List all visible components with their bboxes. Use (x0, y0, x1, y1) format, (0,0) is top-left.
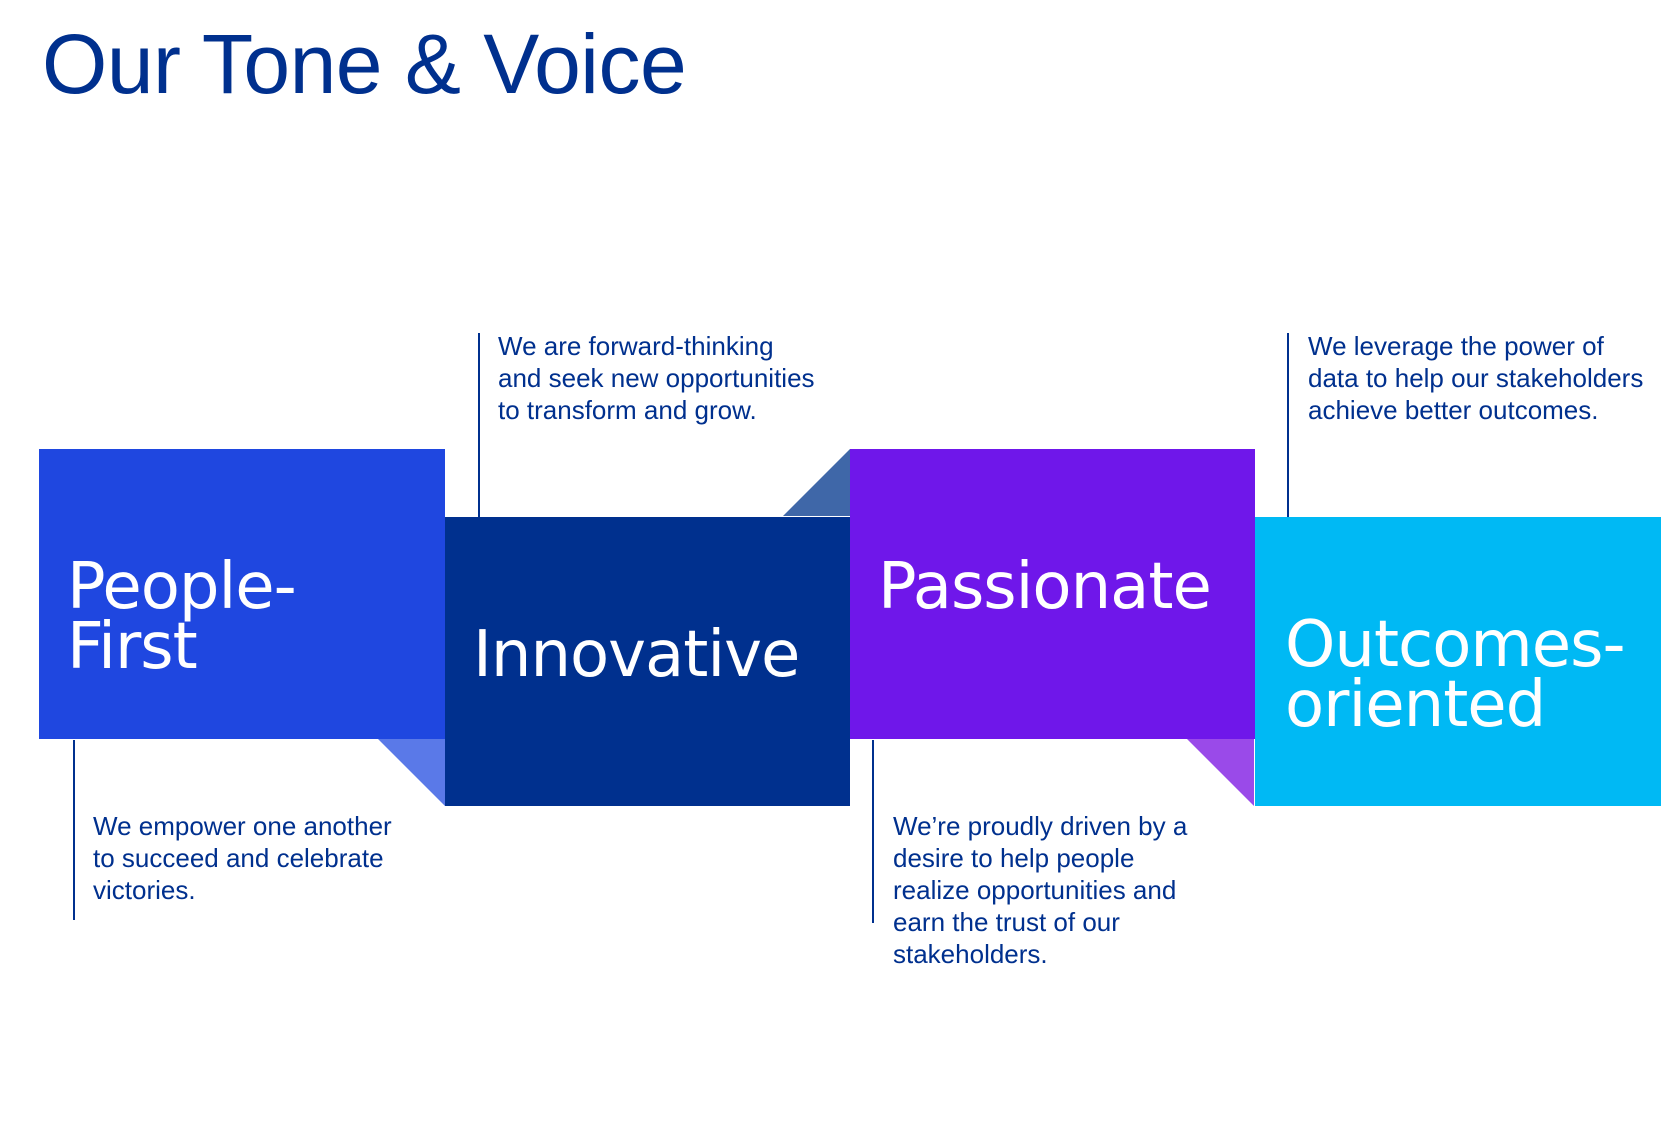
pillar-people-first: People- First (39, 449, 445, 739)
pillar-description: We leverage the power of data to help ou… (1308, 331, 1644, 425)
pillar-label: Passionate (878, 550, 1212, 624)
pillar-label: Innovative (473, 618, 800, 692)
pillar-description: We are forward-thinking and seek new opp… (498, 331, 815, 425)
pillar-outcomes-oriented: Outcomes- oriented (1255, 517, 1661, 806)
pillar-label: People- First (67, 550, 297, 684)
fold-corner (783, 449, 850, 516)
pillar-innovative: Innovative (445, 517, 850, 806)
pillar-description: We’re proudly driven by a desire to help… (893, 811, 1188, 969)
fold-corner (378, 739, 445, 806)
fold-corner (1187, 739, 1254, 806)
pillar-label: Outcomes- oriented (1285, 608, 1626, 742)
connector-line (478, 333, 480, 518)
pillar-description: We empower one another to succeed and ce… (93, 811, 392, 905)
connector-line (872, 740, 874, 923)
connector-line (1287, 333, 1289, 518)
page-title: Our Tone & Voice (42, 17, 687, 111)
pillar-passionate: Passionate (850, 449, 1255, 739)
connector-line (73, 740, 75, 920)
